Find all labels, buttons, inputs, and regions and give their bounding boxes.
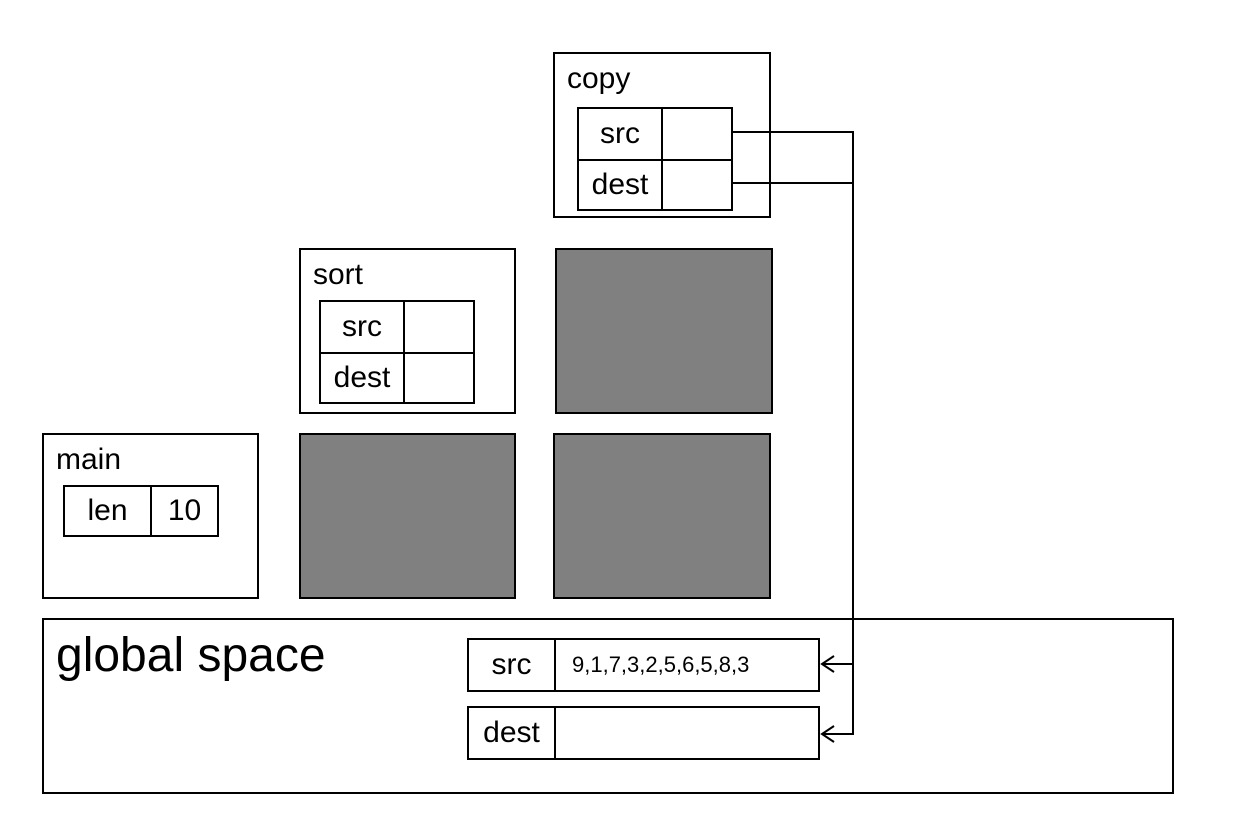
global-var-src: src 9,1,7,3,2,5,6,5,8,3 <box>467 638 820 692</box>
global-var-dest: dest <box>467 706 820 760</box>
inactive-frame-bottom-right <box>553 433 771 599</box>
copy-var-dest-name: dest <box>579 161 663 209</box>
global-space-title: global space <box>56 629 326 682</box>
copy-var-src: src <box>579 109 731 159</box>
sort-var-dest: dest <box>321 352 473 402</box>
sort-var-src-name: src <box>321 302 405 352</box>
copy-frame: copy src dest <box>553 52 771 218</box>
main-frame-title: main <box>56 443 122 476</box>
global-var-src-name: src <box>469 640 556 690</box>
copy-vars-table: src dest <box>577 107 733 211</box>
global-var-src-value: 9,1,7,3,2,5,6,5,8,3 <box>572 652 750 677</box>
main-var-len-name: len <box>65 487 152 535</box>
main-var-len-value: 10 <box>167 494 202 527</box>
sort-frame: sort src dest <box>299 248 516 414</box>
inactive-frame-bottom-middle <box>299 433 516 599</box>
sort-var-src-value <box>405 302 473 352</box>
sort-var-dest-name: dest <box>321 354 405 402</box>
sort-vars-table: src dest <box>319 300 475 404</box>
sort-frame-title: sort <box>313 258 364 291</box>
copy-var-src-value <box>663 109 731 159</box>
copy-var-src-name: src <box>579 109 663 159</box>
global-var-dest-name: dest <box>469 708 556 758</box>
copy-var-dest-value <box>663 161 731 209</box>
main-frame: main len 10 <box>42 433 259 599</box>
sort-var-dest-value <box>405 354 473 402</box>
global-var-dest-value <box>556 708 818 758</box>
copy-var-dest: dest <box>579 159 731 209</box>
copy-frame-title: copy <box>567 62 631 95</box>
main-var-len: len 10 <box>63 485 219 537</box>
inactive-frame-top-right <box>555 248 773 414</box>
sort-var-src: src <box>321 302 473 352</box>
